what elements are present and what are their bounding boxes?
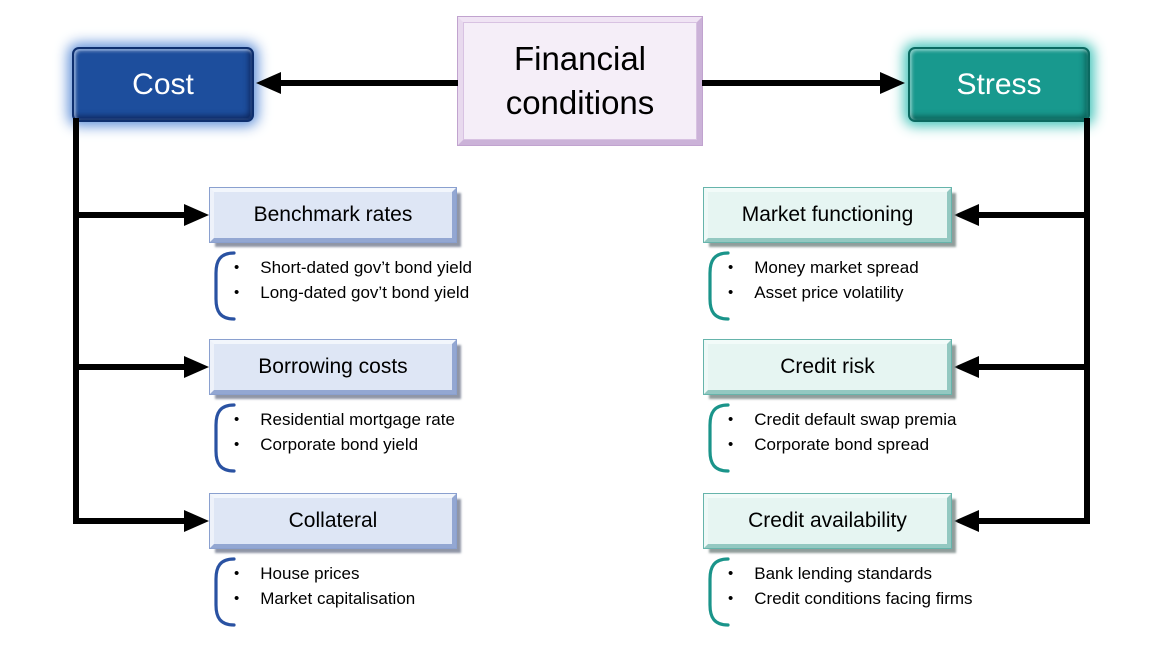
stress-box: Stress	[908, 47, 1090, 122]
bullet-icon: •	[234, 565, 240, 582]
financial-conditions-box: Financial conditions	[458, 17, 702, 145]
bracket-icon	[708, 403, 730, 473]
cost-label: Cost	[132, 67, 194, 101]
arrow-stress-branch-3-head	[954, 510, 979, 532]
cost-box: Cost	[72, 47, 254, 122]
bullet-icon: •	[234, 259, 240, 276]
bullet-icon: •	[728, 590, 734, 607]
bullet-icon: •	[728, 259, 734, 276]
benchmark-rates-label: Benchmark rates	[253, 203, 413, 226]
arrow-title-to-stress-line	[702, 80, 882, 86]
credit-risk-label: Credit risk	[780, 355, 875, 378]
bullet-icon: •	[728, 436, 734, 453]
bullet-icon: •	[728, 284, 734, 301]
credit-risk-box: Credit risk	[704, 340, 951, 394]
arrow-title-to-cost-line	[278, 80, 458, 86]
bracket-icon	[708, 557, 730, 627]
bullet-icon: •	[234, 590, 240, 607]
collateral-box: Collateral	[210, 494, 456, 548]
list-item: •Credit conditions facing firms	[728, 586, 1024, 611]
bullet-icon: •	[234, 411, 240, 428]
arrow-stress-branch-3-line	[976, 518, 1084, 524]
list-item: •House prices	[234, 561, 530, 586]
arrow-cost-branch-1-head	[184, 204, 209, 226]
market-functioning-bullets: •Money market spread •Asset price volati…	[704, 249, 1024, 327]
financial-conditions-label: Financial conditions	[505, 40, 655, 121]
benchmark-rates-box: Benchmark rates	[210, 188, 456, 242]
borrowing-costs-box: Borrowing costs	[210, 340, 456, 394]
bullet-icon: •	[234, 284, 240, 301]
list-item: •Corporate bond yield	[234, 432, 530, 457]
list-item: •Residential mortgage rate	[234, 407, 530, 432]
credit-availability-box: Credit availability	[704, 494, 951, 548]
arrow-cost-branch-3-line	[76, 518, 186, 524]
market-functioning-label: Market functioning	[741, 203, 914, 226]
arrow-title-to-cost-head	[256, 72, 281, 94]
arrow-stress-branch-1-line	[976, 212, 1084, 218]
credit-availability-label: Credit availability	[748, 509, 907, 532]
borrowing-costs-label: Borrowing costs	[258, 355, 408, 378]
list-item: •Market capitalisation	[234, 586, 530, 611]
arrow-cost-branch-2-line	[76, 364, 186, 370]
list-item: •Short-dated gov’t bond yield	[234, 255, 530, 280]
bullet-icon: •	[234, 436, 240, 453]
benchmark-rates-bullets: •Short-dated gov’t bond yield •Long-date…	[210, 249, 530, 327]
bracket-icon	[214, 557, 236, 627]
stress-trunk-line	[1084, 118, 1090, 524]
arrow-cost-branch-3-head	[184, 510, 209, 532]
arrow-cost-branch-1-line	[76, 212, 186, 218]
credit-availability-bullets: •Bank lending standards •Credit conditio…	[704, 555, 1024, 633]
list-item: •Corporate bond spread	[728, 432, 1024, 457]
cost-trunk-line	[73, 118, 79, 524]
arrow-stress-branch-1-head	[954, 204, 979, 226]
arrow-cost-branch-2-head	[184, 356, 209, 378]
list-item: •Bank lending standards	[728, 561, 1024, 586]
list-item: •Asset price volatility	[728, 280, 1024, 305]
bracket-icon	[214, 403, 236, 473]
bullet-icon: •	[728, 565, 734, 582]
collateral-bullets: •House prices •Market capitalisation	[210, 555, 530, 633]
market-functioning-box: Market functioning	[704, 188, 951, 242]
bracket-icon	[708, 251, 730, 321]
stress-label: Stress	[956, 67, 1042, 101]
arrow-stress-branch-2-head	[954, 356, 979, 378]
list-item: •Credit default swap premia	[728, 407, 1024, 432]
arrow-title-to-stress-head	[880, 72, 905, 94]
bracket-icon	[214, 251, 236, 321]
borrowing-costs-bullets: •Residential mortgage rate •Corporate bo…	[210, 401, 530, 479]
collateral-label: Collateral	[288, 509, 378, 532]
list-item: •Long-dated gov’t bond yield	[234, 280, 530, 305]
credit-risk-bullets: •Credit default swap premia •Corporate b…	[704, 401, 1024, 479]
bullet-icon: •	[728, 411, 734, 428]
arrow-stress-branch-2-line	[976, 364, 1084, 370]
list-item: •Money market spread	[728, 255, 1024, 280]
